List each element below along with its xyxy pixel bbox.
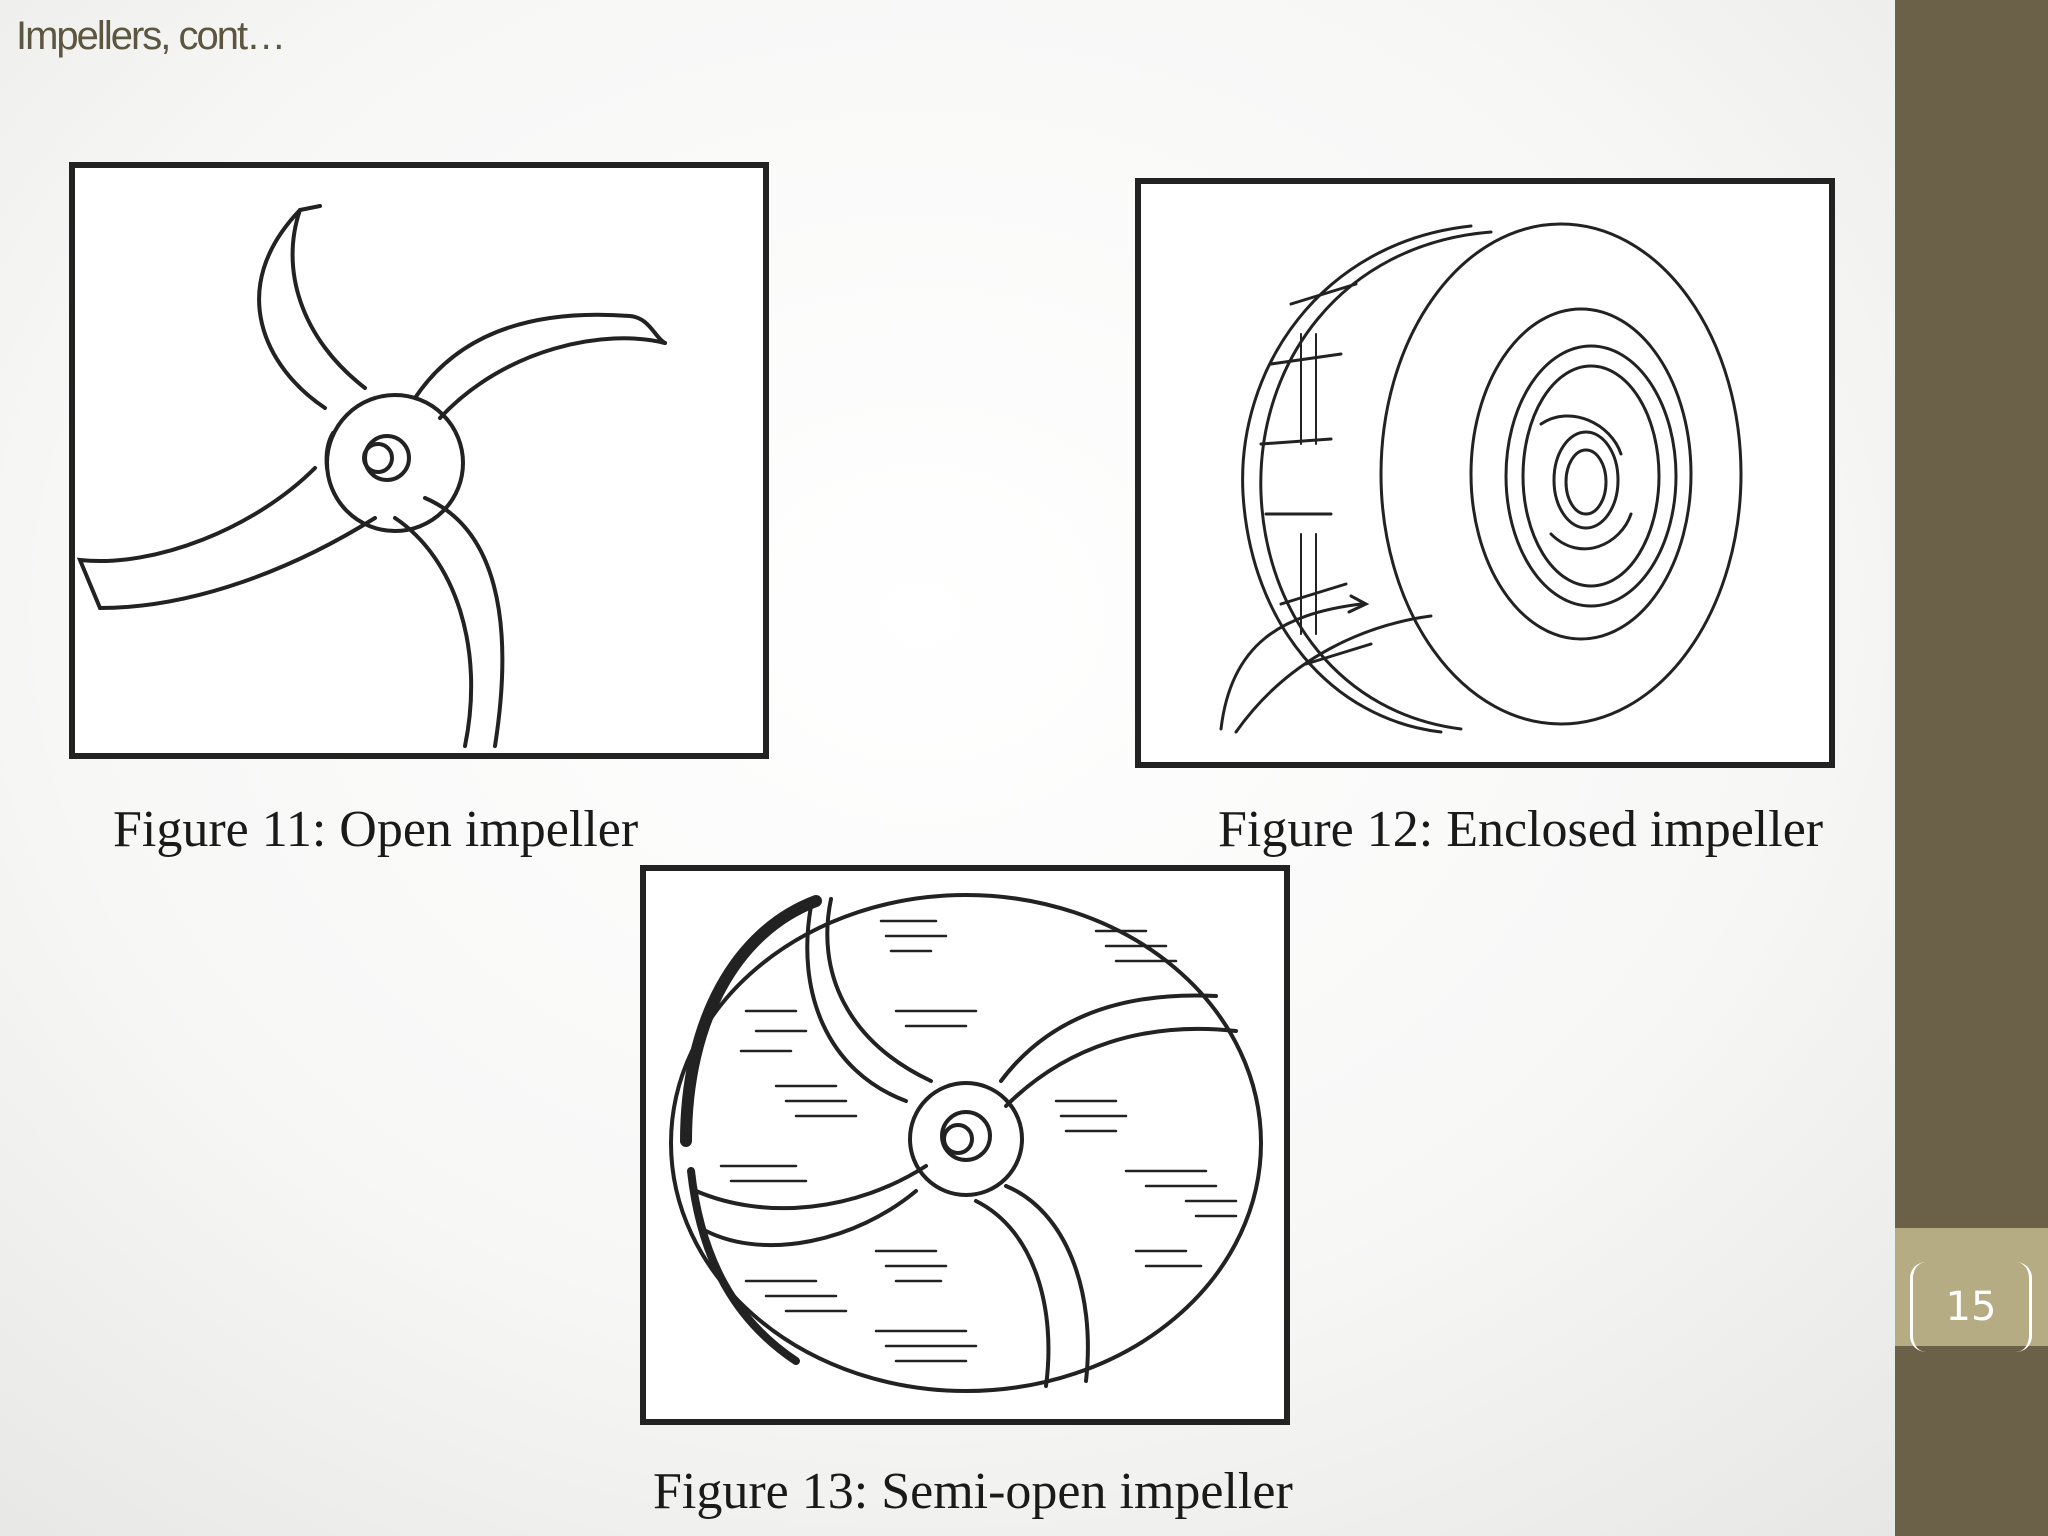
- open-impeller-drawing: [76, 204, 667, 748]
- page-number-tab: [1895, 1228, 2048, 1346]
- figure-open-impeller: [69, 162, 769, 759]
- figure-semi-open-impeller: [640, 865, 1290, 1425]
- figure-11-caption: Figure 11: Open impeller: [113, 801, 639, 858]
- enclosed-impeller-drawing: [1219, 222, 1743, 734]
- page-number: 15: [1945, 1284, 1997, 1330]
- figure-13-caption: Figure 13: Semi-open impeller: [653, 1463, 1293, 1520]
- page-number-bracket: [1910, 1262, 2032, 1352]
- semi-open-impeller-drawing: [669, 893, 1263, 1393]
- figure-12-caption: Figure 12: Enclosed impeller: [1218, 801, 1824, 858]
- slide-title: Impellers, cont…: [16, 14, 286, 58]
- figure-enclosed-impeller: [1135, 178, 1835, 768]
- slide-canvas: Impellers, cont… Fig: [16, 14, 1835, 1520]
